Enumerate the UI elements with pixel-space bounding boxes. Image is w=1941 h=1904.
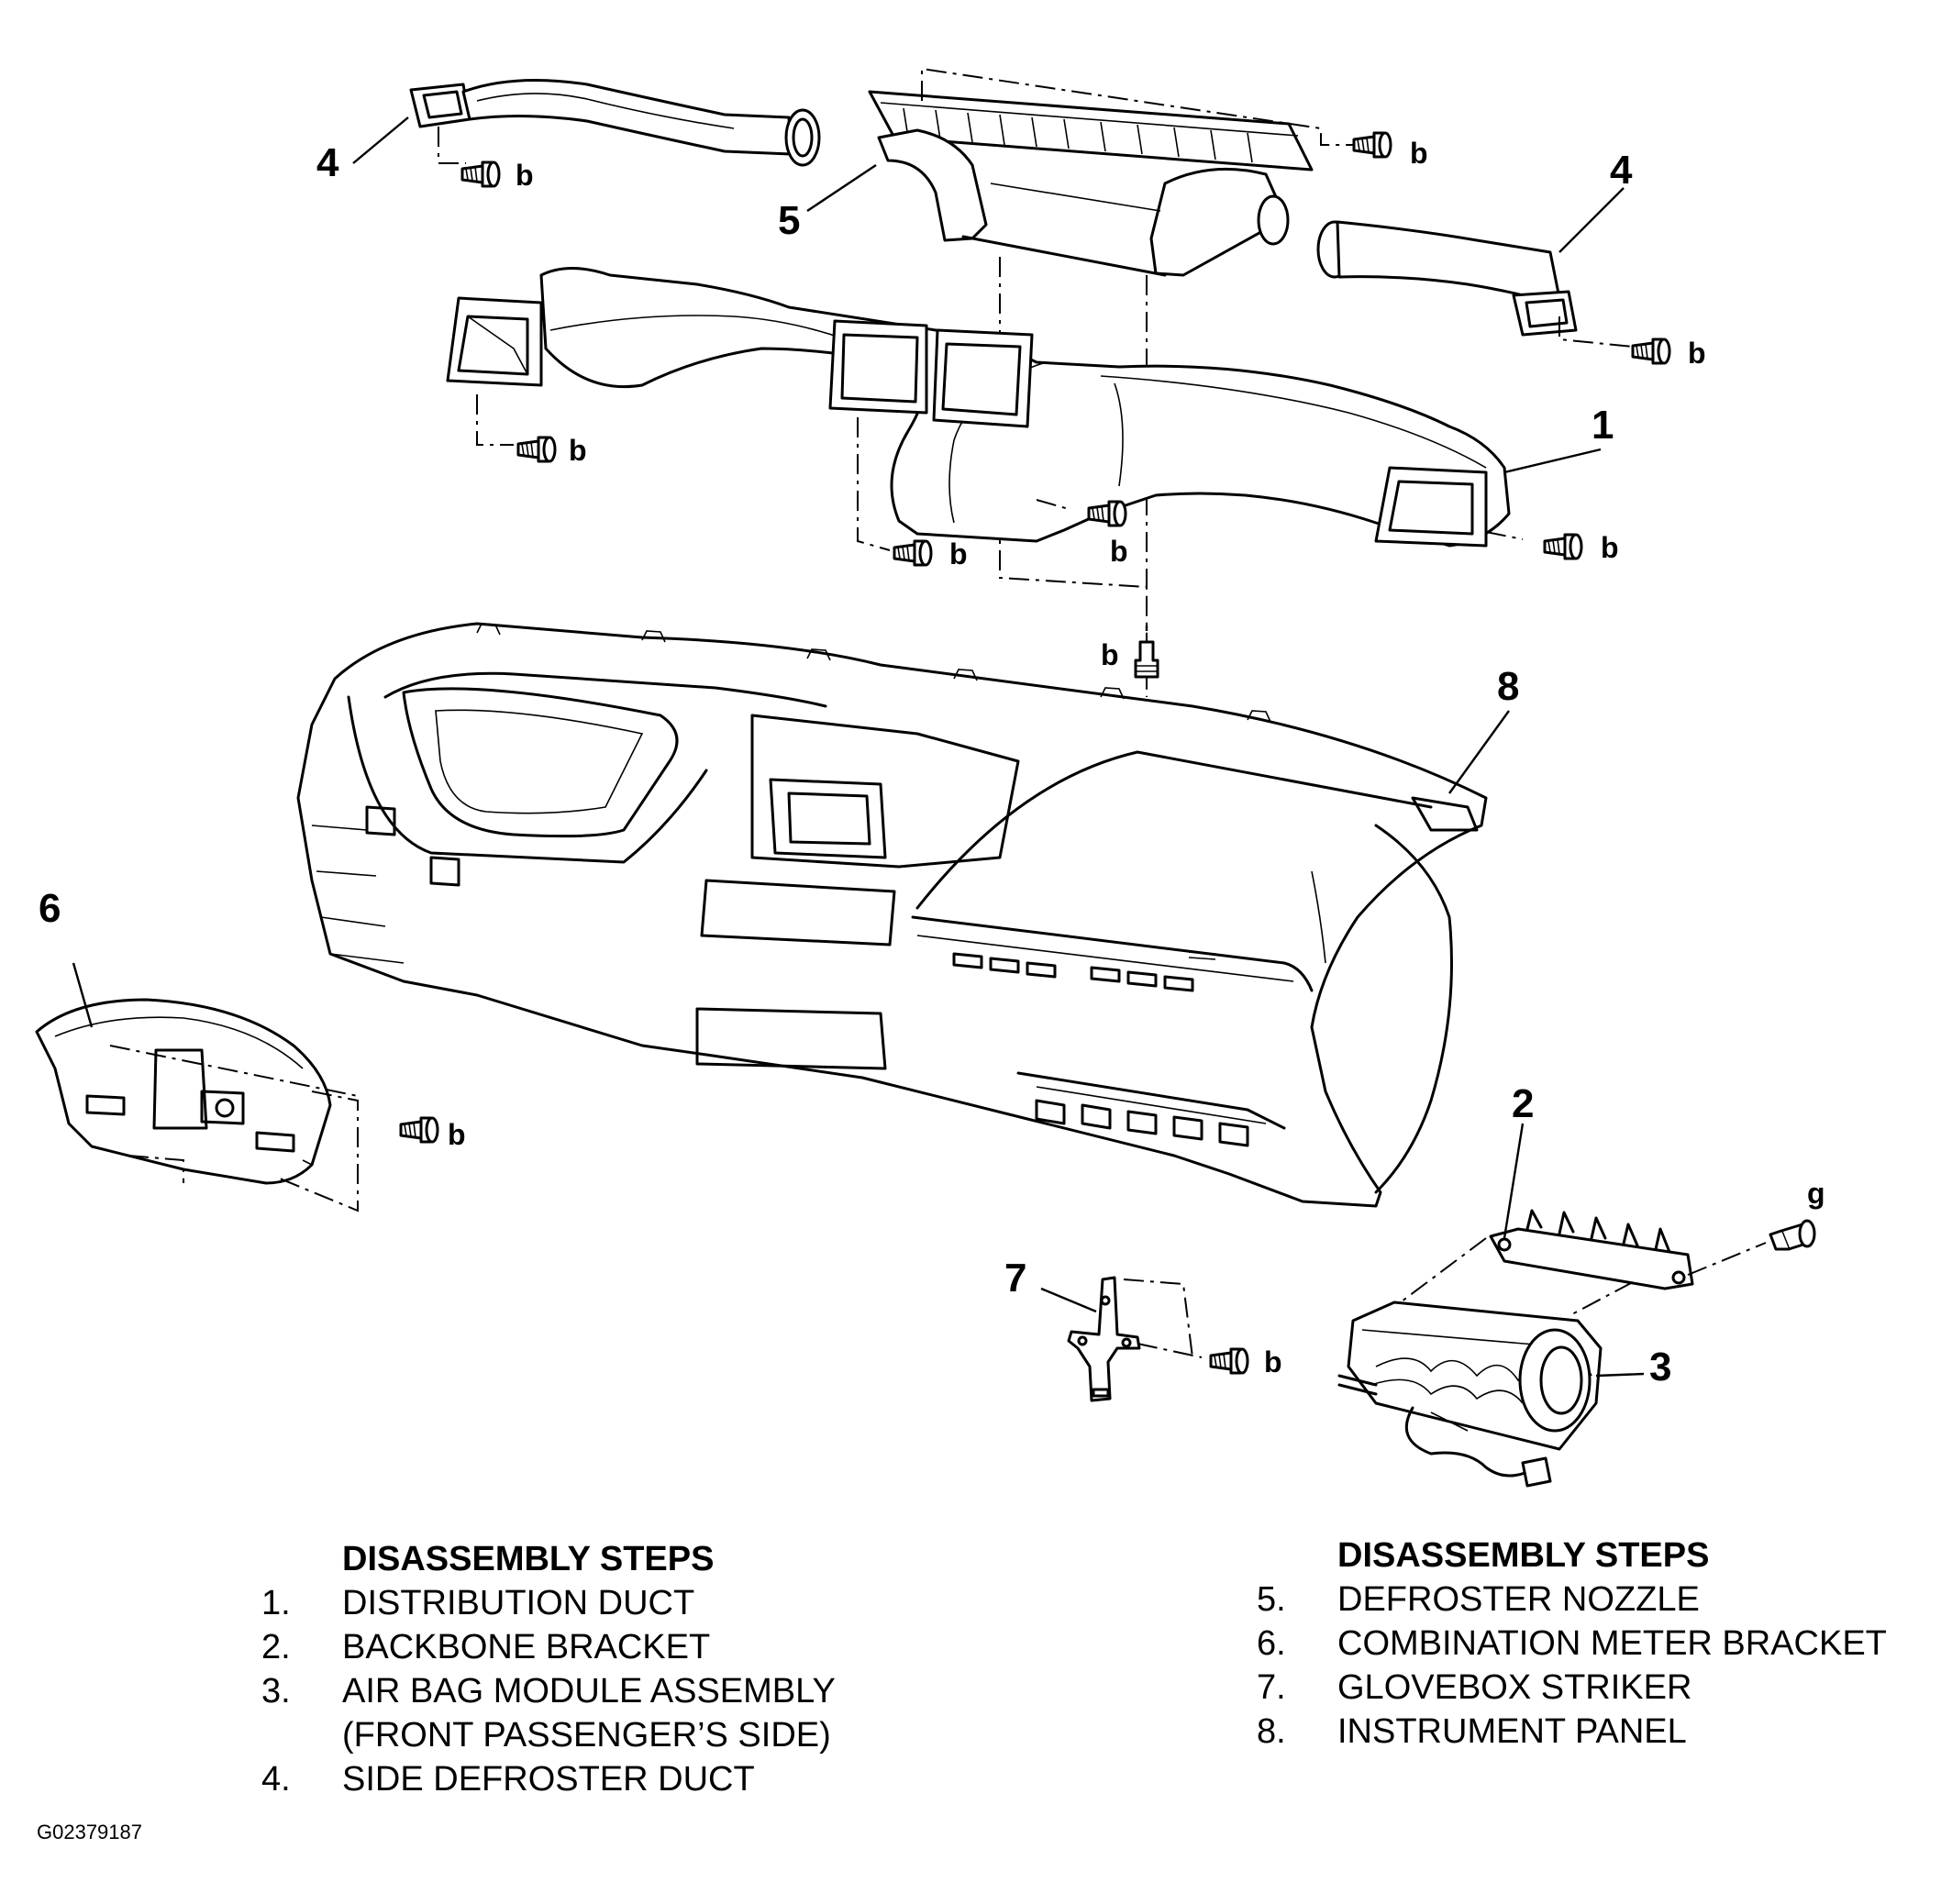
fastener-b-label: b xyxy=(1688,337,1706,370)
callout-1: 1 xyxy=(1592,403,1614,448)
callout-4-left: 4 xyxy=(316,140,339,185)
legend-item: (FRONT PASSENGER’S SIDE) xyxy=(261,1713,995,1757)
callout-6: 6 xyxy=(39,886,61,931)
legend-item: 3. AIR BAG MODULE ASSEMBLY xyxy=(261,1669,995,1713)
fastener-b-label: b xyxy=(1110,535,1128,568)
fastener-b-label: b xyxy=(1264,1345,1282,1378)
legend-item: 6. COMBINATION METER BRACKET xyxy=(1257,1622,1935,1666)
fastener-b-label: b xyxy=(1601,531,1619,564)
step-text: COMBINATION METER BRACKET xyxy=(1337,1624,1887,1663)
distribution-duct xyxy=(446,267,1511,548)
legend-item: 5. DEFROSTER NOZZLE xyxy=(1257,1577,1935,1622)
legend-item: 1. DISTRIBUTION DUCT xyxy=(261,1581,995,1625)
step-number: 4. xyxy=(261,1760,291,1799)
g-fastener xyxy=(1769,1219,1816,1251)
callout-8: 8 xyxy=(1497,664,1519,709)
step-number: 7. xyxy=(1257,1668,1286,1707)
step-text: (FRONT PASSENGER’S SIDE) xyxy=(342,1716,831,1755)
disassembly-steps-list-left: DISASSEMBLY STEPS 1. DISTRIBUTION DUCT 2.… xyxy=(261,1537,995,1801)
step-text: BACKBONE BRACKET xyxy=(342,1628,711,1666)
backbone-bracket xyxy=(1489,1209,1694,1290)
legend-item: 7. GLOVEBOX STRIKER xyxy=(1257,1666,1935,1710)
instrument-panel xyxy=(296,622,1488,1208)
callout-3: 3 xyxy=(1649,1345,1671,1389)
legend-item: 4. SIDE DEFROSTER DUCT xyxy=(261,1757,995,1801)
figure-id: G02379187 xyxy=(37,1821,142,1843)
legend-heading: DISASSEMBLY STEPS xyxy=(1337,1536,1710,1575)
step-number: 2. xyxy=(261,1628,291,1666)
legend-heading: DISASSEMBLY STEPS xyxy=(342,1540,715,1578)
air-bag-module-assembly xyxy=(1337,1301,1603,1488)
step-text: SIDE DEFROSTER DUCT xyxy=(342,1760,755,1799)
step-number: 8. xyxy=(1257,1712,1286,1751)
side-defroster-duct-left xyxy=(409,79,821,167)
defroster-nozzle xyxy=(868,90,1314,277)
fastener-b-label: b xyxy=(1101,638,1119,671)
callout-5: 5 xyxy=(778,198,800,243)
step-text: DEFROSTER NOZZLE xyxy=(1337,1580,1700,1619)
callout-7: 7 xyxy=(1004,1256,1026,1301)
legend-item: 8. INSTRUMENT PANEL xyxy=(1257,1710,1935,1754)
step-text: INSTRUMENT PANEL xyxy=(1337,1712,1687,1751)
step-number: 5. xyxy=(1257,1580,1286,1619)
step-number xyxy=(261,1713,342,1757)
callout-2: 2 xyxy=(1512,1081,1534,1126)
step-text: GLOVEBOX STRIKER xyxy=(1337,1668,1692,1707)
fastener-b-label: b xyxy=(569,434,587,467)
combination-meter-bracket xyxy=(35,998,332,1185)
step-number: 6. xyxy=(1257,1624,1286,1663)
fastener-g-label: g xyxy=(1807,1177,1825,1210)
step-text: DISTRIBUTION DUCT xyxy=(342,1584,695,1622)
fastener-b-label: b xyxy=(448,1118,466,1151)
glovebox-striker xyxy=(1067,1276,1141,1402)
step-number: 3. xyxy=(261,1672,291,1710)
step-text: AIR BAG MODULE ASSEMBLY xyxy=(342,1672,836,1710)
fastener-b-label: b xyxy=(1410,137,1428,170)
clip-fastener xyxy=(1134,640,1159,679)
side-defroster-duct-right xyxy=(1316,220,1578,337)
fastener-b-label: b xyxy=(516,159,534,192)
legend-item: 2. BACKBONE BRACKET xyxy=(261,1625,995,1669)
step-number: 1. xyxy=(261,1584,291,1622)
disassembly-steps-list-right: DISASSEMBLY STEPS 5. DEFROSTER NOZZLE 6. C… xyxy=(1257,1533,1935,1754)
fastener-b-label: b xyxy=(949,537,968,570)
callout-4-right: 4 xyxy=(1610,148,1633,193)
